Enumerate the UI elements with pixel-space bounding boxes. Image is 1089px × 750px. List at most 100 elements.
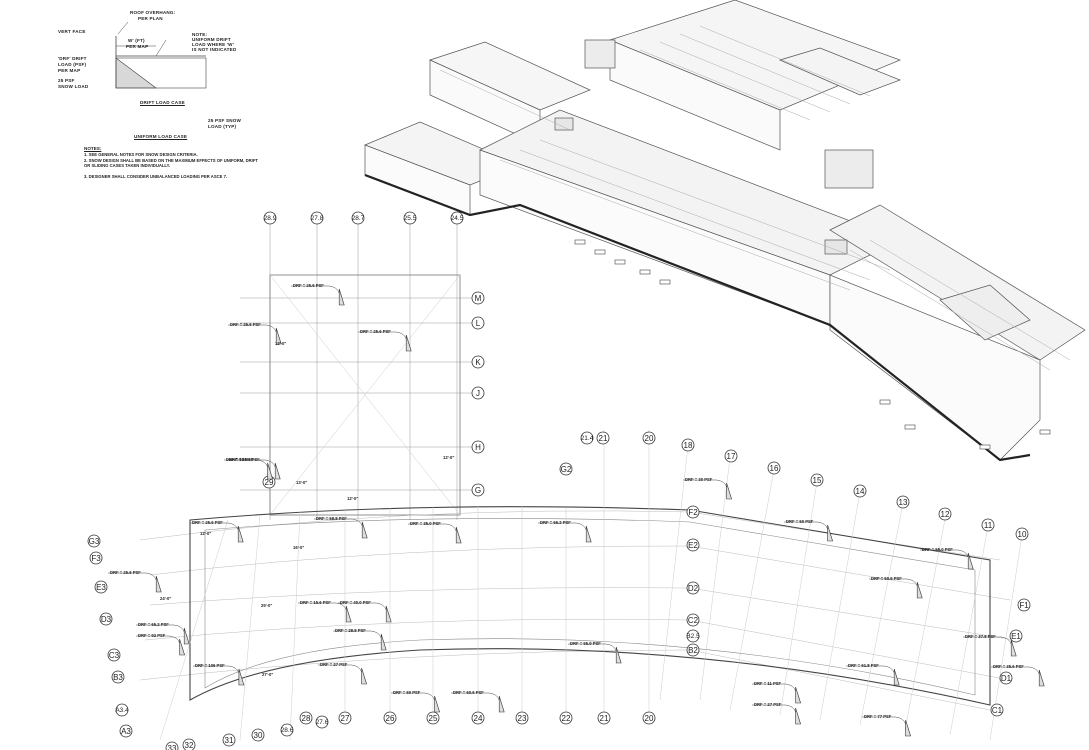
drift-leader-line — [193, 665, 240, 674]
legend-note-4: IS NOT INDICATED — [192, 47, 237, 52]
grid-bubble-circle — [87, 534, 101, 548]
grid-bubble-label: G2 — [561, 465, 572, 474]
grid-bubble-26: 26 — [383, 711, 397, 725]
legend-roof-overhang: ROOF OVERHANG: — [130, 10, 176, 15]
grid-bubble-circle — [686, 505, 700, 519]
grid-bubble-label: 27.6 — [316, 719, 329, 726]
grid-bubble-K: K — [471, 355, 485, 369]
drift-load-label: DRF = 25.6 PSF — [229, 457, 260, 462]
grid-bubble-21: 21 — [597, 711, 611, 725]
drift-leader-line — [963, 636, 1012, 645]
drift-load-label: DRF = 25.6 PSF — [230, 322, 261, 327]
grid-bubble-M: M — [471, 291, 485, 305]
drift-load-label: DRF = 106 PSF — [195, 663, 225, 668]
grid-bubble-label: 26 — [386, 714, 395, 723]
grid-bubble-circle — [280, 723, 294, 737]
drift-load-label: DRF = 27 PSF — [754, 702, 782, 707]
lower-plan-footprint — [139, 430, 1023, 741]
grid-bubble-B3: B3 — [111, 670, 125, 684]
grid-bubble-label: 27.8 — [311, 215, 324, 222]
drift-wedge-symbol — [405, 334, 412, 352]
drift-leader-line — [298, 602, 347, 611]
drift-wedge-symbol — [827, 524, 834, 542]
drift-wedge-symbol — [615, 646, 622, 664]
grid-bubble-20: 20 — [642, 431, 656, 445]
drift-leader-line — [784, 521, 828, 530]
grid-bubble-label: L — [476, 319, 481, 328]
grid-bubble-circle — [686, 613, 700, 627]
uniform-psf-label: 25 PSF SNOW — [208, 118, 242, 123]
grid-bubble-18: 18 — [681, 438, 695, 452]
grid-bubble-15: 15 — [810, 473, 824, 487]
grid-bubble-circle — [165, 741, 179, 750]
grid-bubble-label: 25.5 — [404, 215, 417, 222]
grid-bubble-20: 20 — [642, 711, 656, 725]
drift-load-label: DRF = 50 PSF — [393, 690, 421, 695]
grid-bubble-31: 31 — [222, 733, 236, 747]
grid-bubble-circle — [471, 316, 485, 330]
grid-bubble-circle — [450, 211, 464, 225]
grid-bubble-10: 10 — [1015, 527, 1029, 541]
drift-load-label: DRF = 28.8 PSF — [335, 628, 366, 633]
drift-legend-diagram — [115, 21, 207, 89]
grid-bubble-21.4: 21.4 — [580, 431, 594, 445]
grid-bubble-label: M — [475, 294, 482, 303]
drift-leader-line — [752, 704, 796, 713]
grid-bubble-circle — [596, 431, 610, 445]
isometric-building-view — [364, 0, 1086, 462]
legend-note-2: UNIFORM DRIFT — [192, 37, 231, 42]
drift-wedge-symbol — [361, 521, 368, 539]
grid-bubble-circle — [767, 461, 781, 475]
grid-bubble-circle — [94, 580, 108, 594]
drift-wedge-symbol — [905, 719, 912, 737]
grid-bubble-33: 33 — [165, 741, 179, 750]
notes-title: NOTES: — [84, 146, 102, 151]
grid-bubble-label: 17 — [727, 452, 736, 461]
grid-bubble-27.6: 27.6 — [315, 715, 329, 729]
grid-bubble-circle — [222, 733, 236, 747]
legend-load-psf: LOAD (PSF) — [58, 62, 87, 67]
grid-bubble-C1: C1 — [990, 703, 1004, 717]
grid-bubble-30: 30 — [251, 728, 265, 742]
grid-bubble-label: 33 — [168, 744, 177, 750]
drift-wedge-symbol — [726, 482, 733, 500]
drift-load-label: DRF = 50.5 PSF — [871, 576, 902, 581]
grid-bubble-label: C3 — [109, 651, 120, 660]
grid-bubble-C3: C3 — [107, 648, 121, 662]
grid-bubble-circle — [299, 711, 313, 725]
uniform-load-case-title: UNIFORM LOAD CASE — [134, 134, 188, 139]
grid-bubble-label: 18 — [684, 441, 693, 450]
grid-bubble-label: H — [475, 443, 481, 452]
grid-bubble-circle — [938, 507, 952, 521]
drift-width-label: 16'-0" — [293, 545, 304, 550]
drift-leader-line — [338, 602, 387, 611]
drift-leader-line — [451, 692, 500, 701]
grid-bubble-H: H — [471, 440, 485, 454]
grid-bubble-F2: F2 — [686, 505, 700, 519]
drift-wedge-symbol — [345, 605, 352, 623]
drift-leader-line — [683, 479, 727, 488]
grid-bubble-label: 28.7 — [352, 215, 365, 222]
grid-bubble-circle — [471, 711, 485, 725]
grid-bubble-circle — [580, 431, 594, 445]
drift-leader-line — [136, 635, 180, 644]
drift-load-label: DRF = 60.6 PSF — [453, 690, 484, 695]
drift-wedge-symbol — [361, 667, 368, 685]
grid-bubble-circle — [315, 715, 329, 729]
grid-bubble-circle — [681, 438, 695, 452]
upper-plan-grid — [240, 222, 472, 520]
grid-bubble-circle — [990, 703, 1004, 717]
grid-bubble-F1: F1 — [1017, 598, 1031, 612]
drift-wedge-symbol — [155, 575, 162, 593]
grid-bubble-label: A3.4 — [115, 707, 129, 714]
drift-leader-line — [568, 643, 617, 652]
grid-bubble-label: 30 — [254, 731, 263, 740]
legend-25psf: 25 PSF — [58, 78, 75, 83]
grid-bubble-circle — [471, 291, 485, 305]
grid-bubble-circle — [99, 612, 113, 626]
drift-load-label: DRF = 92 PSF — [138, 633, 166, 638]
grid-bubble-D1: D1 — [999, 671, 1013, 685]
drift-wedge-symbol — [338, 288, 345, 306]
drift-width-label: 27'-0" — [262, 672, 273, 677]
